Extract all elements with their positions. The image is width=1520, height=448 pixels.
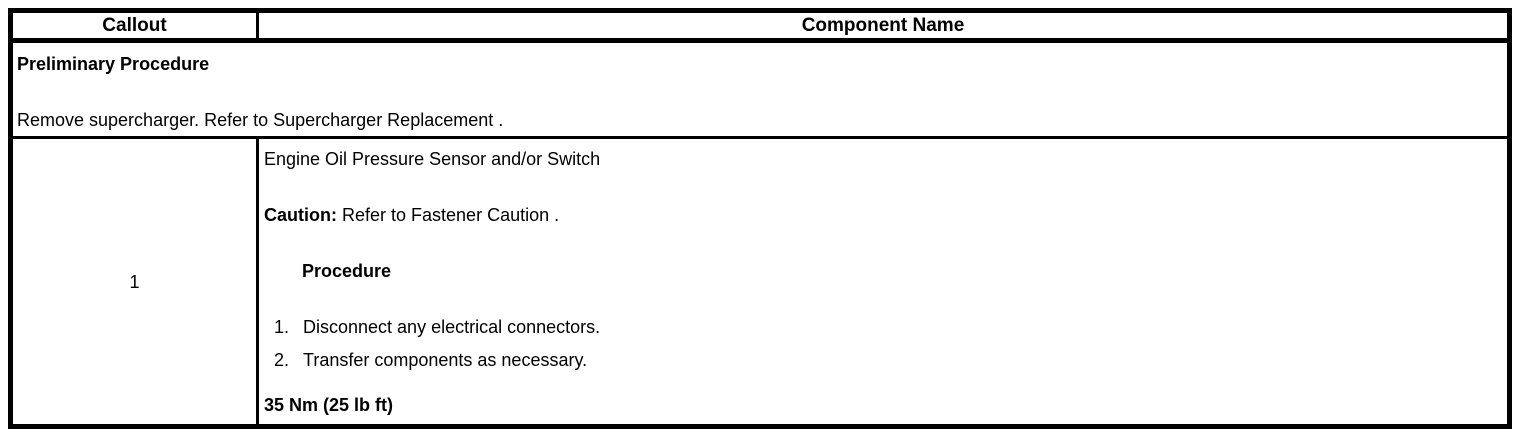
- component-name-column-header: Component Name: [256, 9, 1511, 43]
- step-text: Disconnect any electrical connectors.: [303, 317, 601, 337]
- preliminary-procedure-row: Preliminary Procedure Remove supercharge…: [9, 39, 1511, 139]
- caution-text: Refer to Fastener Caution .: [342, 205, 560, 225]
- step-number: 2.: [274, 350, 290, 370]
- component-cell: Engine Oil Pressure Sensor and/or Switch…: [256, 136, 1511, 428]
- procedure-title: Procedure: [302, 261, 392, 281]
- callout-cell: 1: [9, 136, 259, 428]
- component-name: Engine Oil Pressure Sensor and/or Switch: [264, 149, 601, 169]
- table-header-row: Callout Component Name: [9, 9, 1511, 43]
- procedure-step: 1. Disconnect any electrical connectors.: [274, 316, 1497, 338]
- component-table: Callout Component Name Preliminary Proce…: [8, 8, 1512, 429]
- preliminary-procedure-text: Remove supercharger. Refer to Supercharg…: [17, 110, 504, 130]
- callout-column-header: Callout: [9, 9, 259, 43]
- step-text: Transfer components as necessary.: [303, 350, 588, 370]
- preliminary-procedure-title: Preliminary Procedure: [17, 54, 210, 74]
- caution-label: Caution:: [264, 205, 337, 225]
- component-row: 1 Engine Oil Pressure Sensor and/or Swit…: [9, 136, 1511, 428]
- procedure-steps: 1. Disconnect any electrical connectors.…: [264, 316, 1497, 371]
- torque-spec: 35 Nm (25 lb ft): [264, 395, 394, 415]
- preliminary-procedure-cell: Preliminary Procedure Remove supercharge…: [9, 39, 1511, 139]
- step-number: 1.: [274, 317, 290, 337]
- caution-note: Caution: Refer to Fastener Caution .: [264, 204, 1497, 226]
- procedure-step: 2. Transfer components as necessary.: [274, 349, 1497, 371]
